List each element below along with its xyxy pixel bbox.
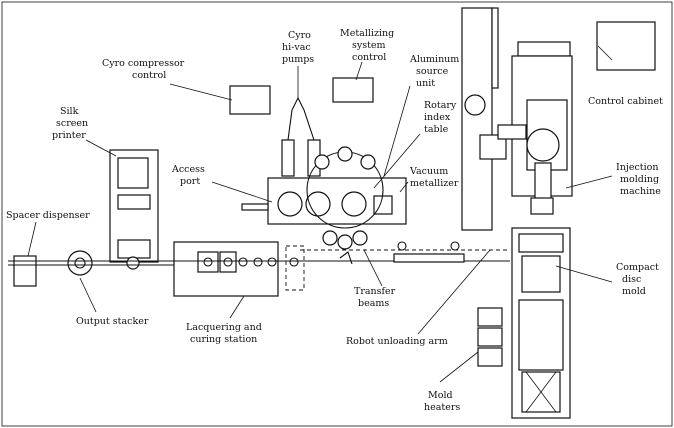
curing-disc: [289, 257, 299, 267]
clamp-top: [517, 41, 571, 57]
output-stacker-wheel: [67, 250, 93, 276]
mold-base-cross-b: [525, 371, 557, 413]
hopper-feed: [497, 124, 527, 140]
motor-wheel: [464, 94, 486, 116]
injection-screw-head: [526, 128, 560, 162]
pump-piping: [287, 96, 315, 141]
lacquer-disc-3: [238, 257, 248, 267]
rotary-disc-b: [337, 234, 353, 250]
molding-column-strip: [491, 7, 499, 89]
printer-disc-pos: [126, 256, 140, 270]
lacquer-disc-5: [267, 257, 277, 267]
chamber-3: [341, 191, 367, 217]
transfer-disc-2: [450, 241, 460, 251]
spacer-dispenser-box: [13, 255, 37, 287]
rotary-disc-c: [352, 230, 368, 246]
curing-frame: [285, 245, 305, 291]
leader-access-port: [211, 181, 273, 203]
label-rotary: Rotary index table: [424, 100, 459, 135]
compact-disc-mold: [521, 255, 561, 293]
leader-cyro-compressor: [169, 83, 233, 101]
leader-mold-heaters: [439, 351, 479, 383]
label-injection: Injection molding machine: [616, 162, 662, 197]
lacquer-disc-2: [223, 257, 233, 267]
metallizing-control-box: [332, 77, 374, 103]
control-cabinet-box: [596, 21, 656, 71]
leader-aluminum: [383, 85, 411, 177]
rotary-disc-f: [360, 154, 376, 170]
label-cyro-compressor: Cyro compressor control: [102, 58, 187, 81]
transfer-disc-1: [397, 241, 407, 251]
label-compact-disc: Compact disc mold: [616, 262, 662, 297]
output-stacker-hub: [74, 257, 86, 269]
label-access-port: Access port: [171, 164, 208, 187]
rotary-disc-d: [314, 154, 330, 170]
leader-injection: [565, 175, 613, 189]
leader-robot-arm: [417, 249, 491, 335]
printer-base: [117, 239, 151, 259]
label-spacer-dispenser: Spacer dispenser: [6, 210, 90, 221]
leader-compact-disc: [555, 265, 613, 283]
label-vacuum-metallizer: Vacuum metallizer: [409, 166, 459, 189]
lacquer-disc-4: [253, 257, 263, 267]
label-metallizing: Metallizing system control: [340, 28, 397, 63]
access-port-rod: [241, 203, 269, 211]
label-robot-arm: Robot unloading arm: [346, 336, 448, 347]
cyro-compressor-control-box: [229, 85, 271, 115]
mold-lower-body: [518, 299, 564, 371]
chamber-1: [277, 191, 303, 217]
mold-heater-1: [477, 307, 503, 327]
transfer-beams: [393, 253, 465, 263]
nozzle-tip: [530, 197, 554, 215]
leader-transfer: [363, 249, 383, 287]
printer-screen: [117, 194, 151, 210]
leader-lacquering: [229, 295, 245, 319]
cyro-pump-1: [281, 139, 295, 177]
mold-heater-2: [477, 327, 503, 347]
leader-silk-screen: [85, 139, 117, 157]
molding-machine-column: [461, 7, 493, 231]
label-output-stacker: Output stacker: [76, 316, 149, 327]
printer-head: [117, 157, 149, 189]
leader-rotary: [373, 133, 421, 189]
leader-metallizing: [355, 61, 363, 81]
nozzle: [534, 162, 552, 202]
rotary-disc-e: [337, 146, 353, 162]
label-lacquering: Lacquering and curing station: [186, 322, 265, 345]
rotary-disc-a: [322, 230, 338, 246]
label-transfer-beams: Transfer beams: [354, 286, 398, 309]
mold-top-plate: [518, 233, 564, 253]
leader-control-cabinet: [597, 45, 613, 61]
leader-output-stacker: [79, 277, 97, 313]
mold-heater-3: [477, 347, 503, 367]
label-silk-screen: Silk screen printer: [52, 106, 91, 141]
lacquer-disc-1: [203, 257, 213, 267]
label-control-cabinet: Control cabinet: [588, 96, 663, 107]
leader-vacuum-metallizer: [399, 181, 409, 193]
label-cyro-pumps: Cyro hi-vac pumps: [282, 30, 314, 65]
leader-spacer: [27, 221, 37, 257]
lacquer-cell-1: [197, 251, 219, 273]
lacquer-cell-2: [219, 251, 237, 273]
label-mold-heaters: Mold heaters: [424, 390, 460, 413]
label-aluminum: Aluminum source unit: [409, 54, 462, 89]
robot-pickup: [339, 251, 353, 265]
